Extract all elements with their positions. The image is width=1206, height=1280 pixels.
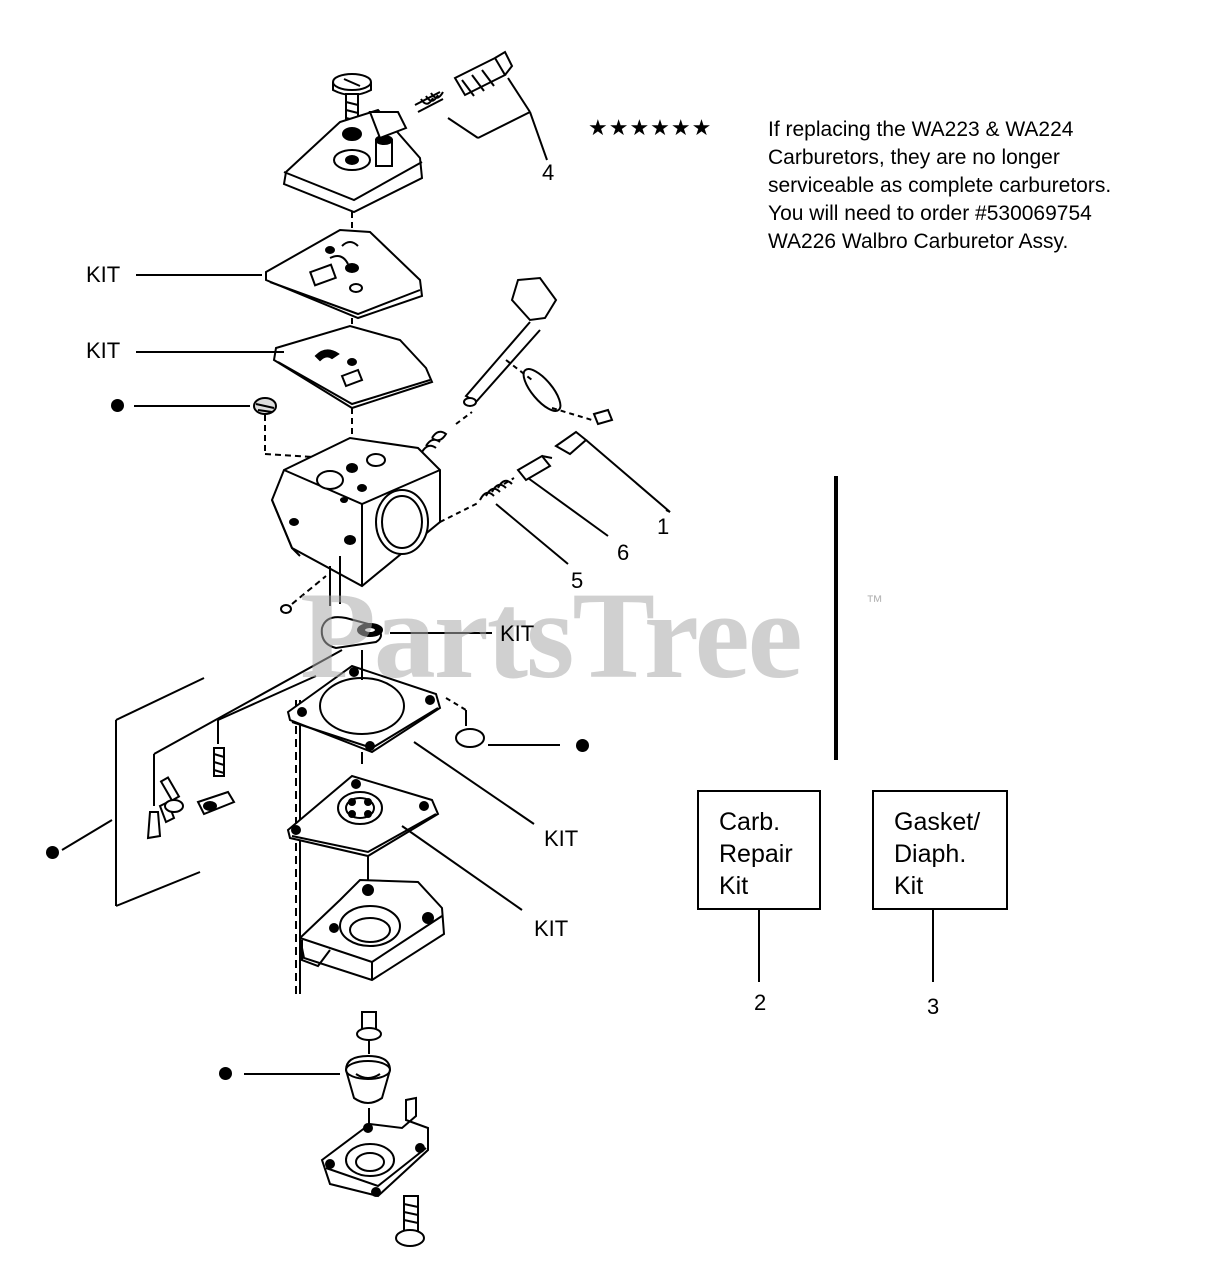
note-line: serviceable as complete carburetors. xyxy=(768,174,1112,197)
note-line: You will need to order #530069754 xyxy=(768,202,1092,225)
kit-bullet xyxy=(219,1067,232,1080)
note-stars: ★★★★★★ xyxy=(588,116,713,141)
kit-bullet xyxy=(46,846,59,859)
carburetor-body xyxy=(270,436,441,588)
callout-1[interactable]: 1 xyxy=(657,514,670,539)
pump-body xyxy=(298,878,446,982)
pump-diaphragm xyxy=(286,774,440,858)
pump-gasket xyxy=(286,664,442,754)
box-line: Diaph. xyxy=(894,840,967,868)
spring-part-5 xyxy=(439,477,569,565)
callout-4[interactable]: 4 xyxy=(542,160,555,185)
callout-6[interactable]: 6 xyxy=(617,540,630,565)
kit-bullet xyxy=(111,399,124,412)
check-disc xyxy=(445,697,560,748)
box-line: Gasket/ xyxy=(894,808,981,836)
needle-part-6 xyxy=(516,454,609,537)
kit-label[interactable]: KIT xyxy=(544,826,579,851)
box-line: Kit xyxy=(719,872,749,900)
bottom-screw xyxy=(395,1195,425,1247)
box-line: Repair xyxy=(719,840,793,868)
inlet-screen xyxy=(253,397,331,459)
adjust-screw-spring xyxy=(414,50,548,161)
lever-part-1 xyxy=(554,430,671,513)
callout-2[interactable]: 2 xyxy=(754,990,767,1015)
kit-label[interactable]: KIT xyxy=(534,916,569,941)
gasket-diaph-kit-box[interactable]: Gasket/ Diaph. Kit xyxy=(872,790,1008,910)
box-line: Carb. xyxy=(719,808,781,836)
metering-cover xyxy=(282,108,424,214)
kit-label[interactable]: KIT xyxy=(500,621,535,646)
small-parts-left xyxy=(115,649,343,907)
replacement-note: If replacing the WA223 & WA224 Carbureto… xyxy=(768,116,1111,256)
note-line: WA226 Walbro Carburetor Assy. xyxy=(768,230,1069,253)
pump-screw xyxy=(356,1011,382,1041)
callout-3[interactable]: 3 xyxy=(927,994,940,1019)
note-line: Carburetors, they are no longer xyxy=(768,146,1060,169)
small-nipple xyxy=(280,575,327,614)
primer-bulb xyxy=(344,1054,392,1104)
cover-gasket xyxy=(265,228,424,320)
primer-cover xyxy=(320,1096,429,1198)
inlet-valve-lever xyxy=(320,616,492,650)
kit-label[interactable]: KIT xyxy=(86,338,121,363)
throttle-shaft xyxy=(421,276,614,453)
carb-repair-kit-box[interactable]: Carb. Repair Kit xyxy=(697,790,821,910)
callout-5[interactable]: 5 xyxy=(571,568,584,593)
kit-label[interactable]: KIT xyxy=(86,262,121,287)
metering-diaphragm xyxy=(272,324,434,410)
trademark-symbol: ™ xyxy=(866,592,883,611)
note-line: If replacing the WA223 & WA224 xyxy=(768,118,1074,141)
box-line: Kit xyxy=(894,872,924,900)
kit-bullet xyxy=(576,739,589,752)
